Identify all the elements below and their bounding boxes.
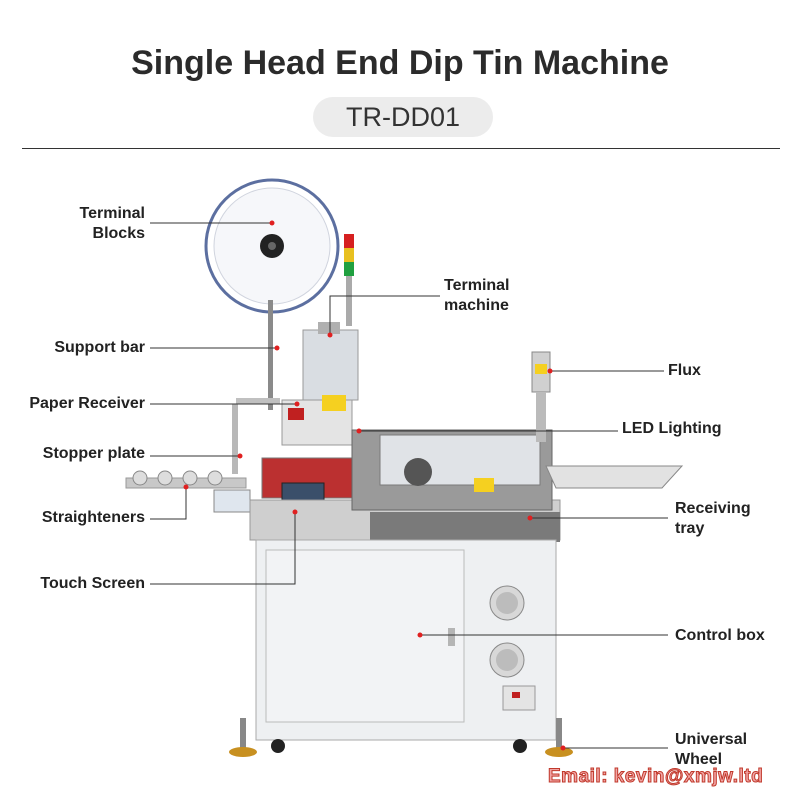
label-led-lighting: LED Lighting	[622, 420, 722, 437]
stopper-plate	[232, 404, 238, 474]
label-receiving-tray: Receiving tray	[675, 499, 785, 539]
callout-lines	[150, 222, 668, 749]
label-terminal-blocks-line1: Terminal	[79, 205, 146, 222]
label-paper-receiver: Paper Receiver	[29, 395, 145, 412]
control-cabinet	[255, 539, 557, 741]
paper-receiver	[236, 398, 280, 404]
label-stopper-plate: Stopper plate	[42, 445, 145, 462]
dip-tin-unit	[351, 429, 553, 511]
universal-wheels	[229, 718, 573, 757]
label-terminal-blocks: Terminal Blocks	[40, 204, 146, 244]
label-support-bar: Support bar	[54, 339, 145, 356]
straighteners	[125, 470, 251, 513]
terminal-machine-head	[281, 322, 359, 446]
label-straighteners: Straighteners	[41, 509, 145, 526]
terminal-reel	[204, 178, 340, 314]
label-terminal-blocks-line2: Blocks	[92, 225, 145, 242]
callout-dots	[183, 220, 566, 751]
contact-email: Email: kevin@xmjw.ltd	[547, 766, 764, 788]
label-flux: Flux	[668, 362, 701, 379]
header-divider	[22, 148, 780, 149]
label-receiving-tray-line1: Receiving	[675, 500, 751, 517]
signal-tower	[344, 234, 354, 326]
page-title: Single Head End Dip Tin Machine	[131, 44, 669, 82]
label-receiving-tray-line2: tray	[675, 520, 705, 537]
support-bar	[268, 300, 273, 410]
label-touch-screen: Touch Screen	[40, 575, 145, 592]
label-universal-wheel: Universal Wheel	[675, 730, 785, 770]
model-badge: TR-DD01	[313, 97, 493, 137]
label-terminal-machine-line2: machine	[444, 297, 509, 314]
label-terminal-machine: Terminal machine	[444, 276, 564, 316]
label-control-box: Control box	[675, 627, 765, 644]
label-terminal-machine-line1: Terminal	[444, 277, 510, 294]
flux-tower	[531, 351, 551, 442]
label-universal-wheel-line2: Wheel	[675, 751, 723, 768]
label-universal-wheel-line1: Universal	[675, 731, 748, 748]
